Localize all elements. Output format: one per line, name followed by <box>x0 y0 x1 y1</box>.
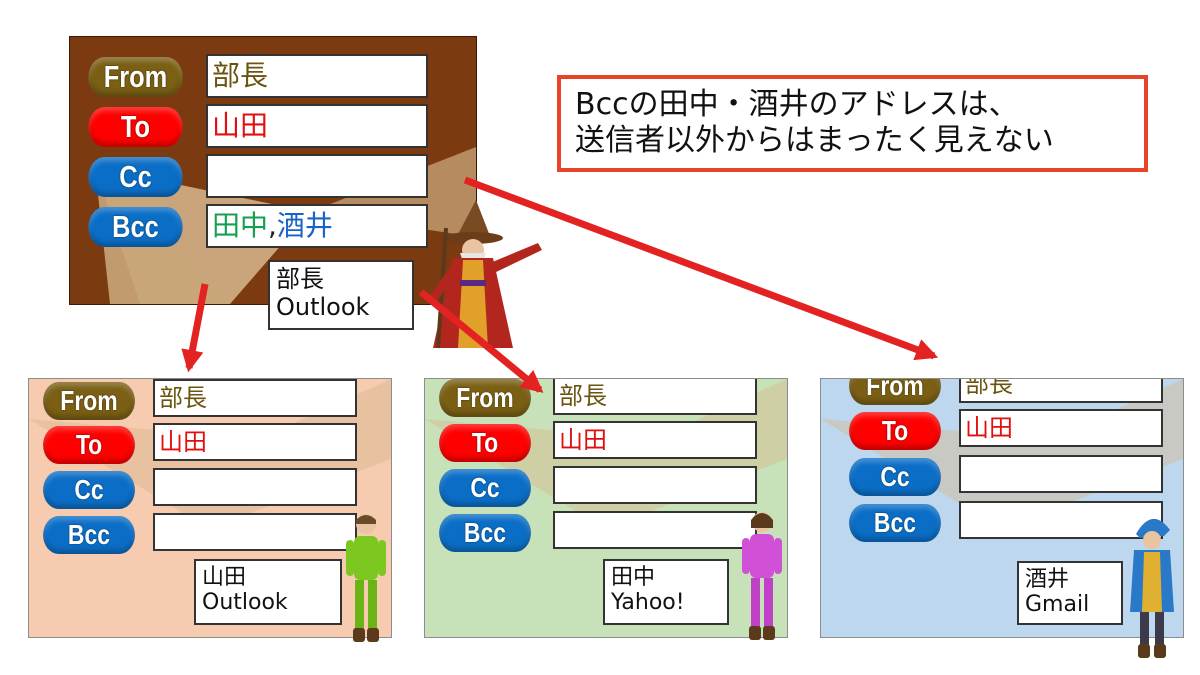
cc-label: Cc <box>849 458 941 496</box>
arrow-to-tanaka <box>418 289 544 393</box>
recipient-card-sakai: From 部長 To 山田 Cc Bcc 酒井 Gmail <box>820 378 1184 638</box>
bcc-label: Bcc <box>439 514 531 552</box>
note-line-1: Bccの田中・酒井のアドレスは、 <box>575 87 1019 122</box>
bcc-separator: , <box>268 209 277 242</box>
bcc-label: Bcc <box>88 207 183 247</box>
sender-client-app: Outlook <box>276 292 370 321</box>
recipient-client-app: Outlook <box>202 590 288 616</box>
sender-bcc-field[interactable]: 田中,酒井 <box>206 204 428 248</box>
recipient-client-name: 山田 <box>202 565 247 590</box>
to-label: To <box>43 426 135 464</box>
recipient-client-label: 山田 Outlook <box>194 559 342 625</box>
recipient-bcc-field[interactable] <box>553 511 757 549</box>
recipient-to-field[interactable]: 山田 <box>553 421 757 459</box>
recipient-from-field[interactable]: 部長 <box>959 379 1163 403</box>
recipient-client-app: Gmail <box>1025 592 1090 618</box>
cc-label: Cc <box>43 471 135 509</box>
recipient-to-field[interactable]: 山田 <box>153 423 357 461</box>
sender-mail-card: From 部長 To 山田 Cc Bcc 田中,酒井 <box>69 36 477 305</box>
recipient-from-field[interactable]: 部長 <box>153 379 357 417</box>
to-label: To <box>88 107 183 147</box>
sender-to-field[interactable]: 山田 <box>206 104 428 148</box>
recipient-to-field[interactable]: 山田 <box>959 409 1163 447</box>
note-line-2: 送信者以外からはまったく見えない <box>575 123 1054 158</box>
arrow-to-yamada <box>181 283 209 373</box>
sender-cc-field[interactable] <box>206 154 428 198</box>
recipient-client-app: Yahoo! <box>611 590 685 616</box>
arrow-to-sakai <box>463 176 939 361</box>
explanation-note: Bccの田中・酒井のアドレスは、 送信者以外からはまったく見えない <box>557 75 1148 172</box>
recipient-card-yamada: From 部長 To 山田 Cc Bcc 山田 Outlook <box>28 378 392 638</box>
bcc-label: Bcc <box>43 516 135 554</box>
recipient-cc-field[interactable] <box>959 455 1163 493</box>
from-label: From <box>88 57 183 97</box>
purple-avatar-character-icon <box>742 512 782 640</box>
recipient-client-label: 酒井 Gmail <box>1017 561 1123 625</box>
recipient-cc-field[interactable] <box>553 466 757 504</box>
recipient-client-label: 田中 Yahoo! <box>603 559 729 625</box>
recipient-client-name: 酒井 <box>1025 567 1070 592</box>
sender-from-field[interactable]: 部長 <box>206 54 428 98</box>
cc-label: Cc <box>88 157 183 197</box>
bcc-name-sakai: 酒井 <box>276 209 333 242</box>
recipient-bcc-field[interactable] <box>959 501 1163 539</box>
recipient-card-tanaka: From 部長 To 山田 Cc Bcc 田中 Yahoo! <box>424 378 788 638</box>
wizard-character-icon <box>428 200 542 349</box>
from-label: From <box>849 379 941 405</box>
recipient-client-name: 田中 <box>611 565 656 590</box>
recipient-from-field[interactable]: 部長 <box>553 379 757 415</box>
to-label: To <box>439 424 531 462</box>
blue-mage-character-icon <box>1130 518 1174 658</box>
sender-client-name: 部長 <box>276 265 324 293</box>
cc-label: Cc <box>439 469 531 507</box>
to-label: To <box>849 412 941 450</box>
recipient-bcc-field[interactable] <box>153 513 357 551</box>
from-label: From <box>43 382 135 420</box>
sender-client-label: 部長 Outlook <box>268 260 414 330</box>
bcc-name-tanaka: 田中 <box>212 209 269 242</box>
green-avatar-character-icon <box>346 514 386 642</box>
recipient-cc-field[interactable] <box>153 468 357 506</box>
bcc-label: Bcc <box>849 504 941 542</box>
from-label: From <box>439 379 531 417</box>
